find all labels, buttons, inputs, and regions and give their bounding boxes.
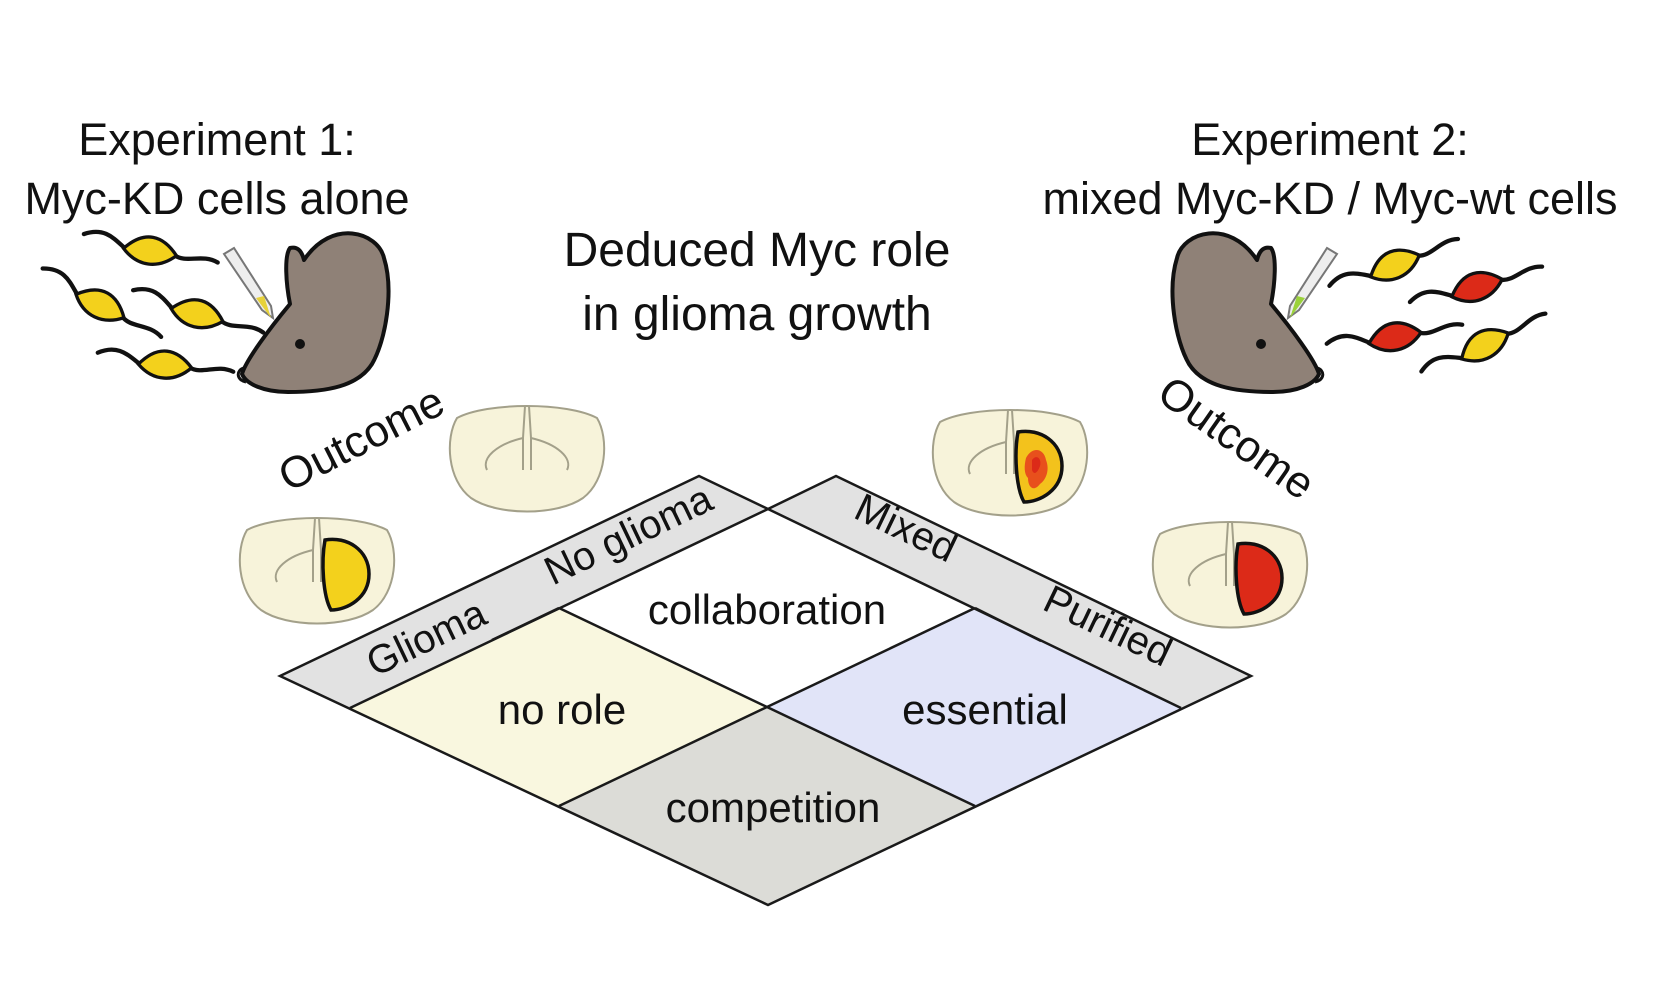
experiment-1-header: Experiment 1: Myc-KD cells alone: [24, 114, 409, 224]
cell-icon: [1407, 256, 1546, 318]
cell-label-collaboration: collaboration: [648, 586, 886, 633]
cell-icon: [96, 342, 235, 388]
cell-label-no-role: no role: [498, 686, 626, 733]
brain-section-icon: [1151, 521, 1309, 629]
axis-band-right: [768, 476, 1251, 708]
cell-label-essential: essential: [902, 686, 1068, 733]
cell-icon: [1325, 314, 1464, 360]
brain-section-icon: [931, 409, 1089, 517]
cell-essential: [768, 608, 1181, 806]
cell-icon: [1326, 229, 1464, 301]
brain-section-icon: [448, 405, 606, 513]
experiment-1-illustration: [35, 223, 391, 394]
mouse-icon: [236, 231, 391, 394]
diagram-title-line2: in glioma growth: [582, 288, 932, 341]
mouse-icon: [1170, 231, 1325, 394]
cell-icon: [35, 259, 167, 351]
syringe-icon: [1286, 246, 1339, 321]
experiment-1-title: Experiment 1:: [78, 114, 356, 165]
role-matrix: Glioma No glioma Mixed Purified collabor…: [277, 474, 1254, 907]
cell-icon: [128, 280, 267, 348]
experiment-2-header: Experiment 2: mixed Myc-KD / Myc-wt cell…: [1042, 114, 1617, 224]
syringe-icon: [222, 246, 275, 321]
cell-icon: [81, 223, 220, 278]
experiment-2-subtitle: mixed Myc-KD / Myc-wt cells: [1042, 173, 1617, 224]
experiment-2-illustration: [1170, 229, 1553, 394]
cell-icon: [1417, 304, 1552, 386]
experiment-1-outcome-label: Outcome: [271, 377, 452, 502]
cell-label-competition: competition: [666, 784, 881, 831]
experiment-1-subtitle: Myc-KD cells alone: [24, 173, 409, 224]
diagram-title-line1: Deduced Myc role: [564, 224, 951, 277]
brain-section-icon: [238, 517, 396, 625]
axis-band-left: [280, 476, 768, 708]
experiment-2-title: Experiment 2:: [1191, 114, 1469, 165]
